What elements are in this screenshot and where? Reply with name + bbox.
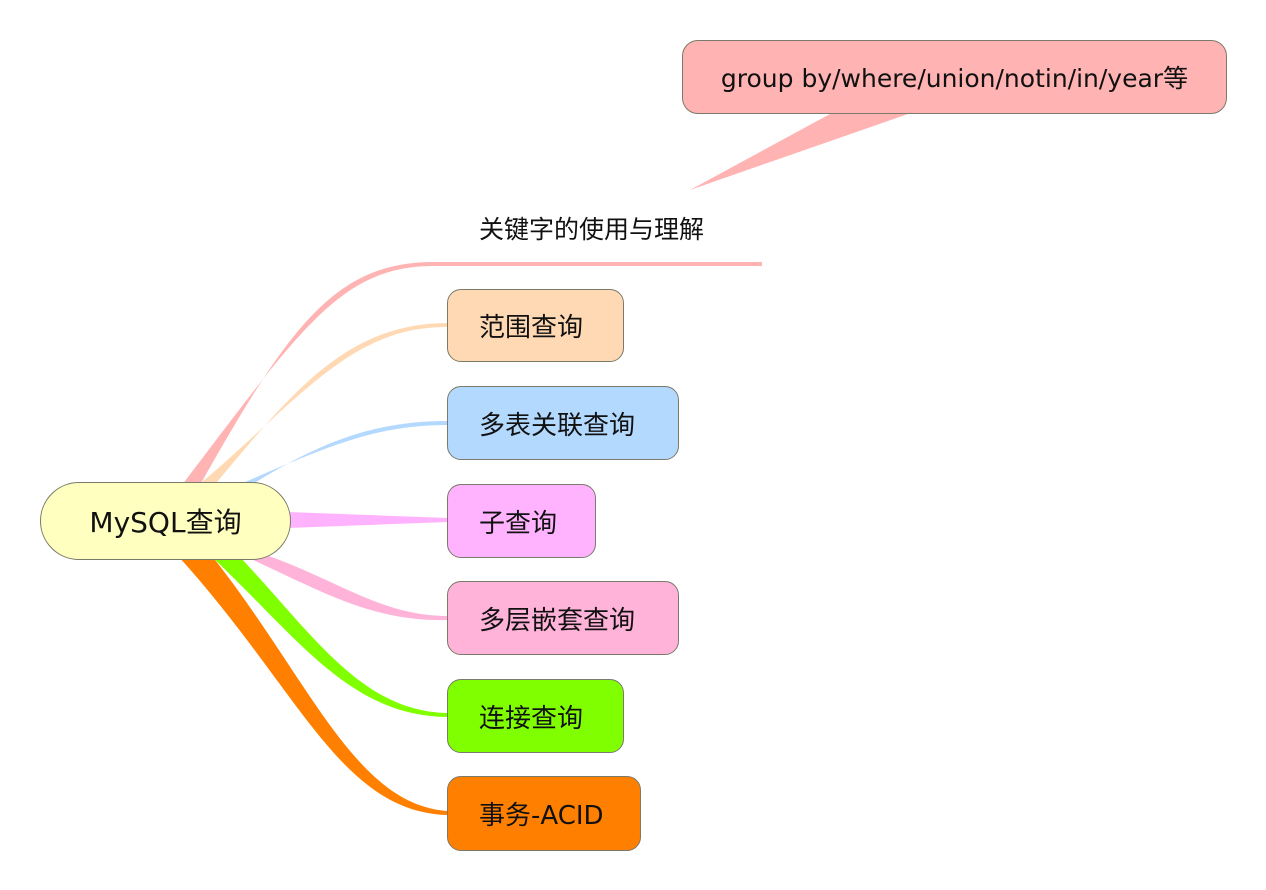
branch-join-label: 连接查询 — [479, 703, 584, 734]
branch-transaction[interactable]: 事务-ACID — [447, 776, 641, 851]
connector-subquery — [288, 512, 448, 528]
connector-transaction — [178, 556, 448, 815]
root-node[interactable]: MySQL查询 — [40, 482, 291, 560]
branch-transaction-label: 事务-ACID — [479, 801, 604, 831]
branch-join[interactable]: 连接查询 — [447, 679, 624, 753]
branch-range-label: 范围查询 — [479, 313, 584, 343]
callout-keywords-detail[interactable]: group by/where/union/notin/in/year等 — [682, 40, 1227, 114]
connector-callout — [690, 114, 908, 190]
branch-nested-label: 多层嵌套查询 — [479, 605, 636, 636]
branch-subquery[interactable]: 子查询 — [447, 484, 596, 558]
branch-range[interactable]: 范围查询 — [447, 289, 624, 362]
branch-subquery-label: 子查询 — [479, 508, 558, 539]
connector-join — [210, 555, 448, 717]
branch-keywords-label[interactable]: 关键字的使用与理解 — [479, 215, 705, 244]
branch-multi-table-label: 多表关联查询 — [479, 410, 636, 441]
connector-range — [195, 323, 448, 488]
branch-nested[interactable]: 多层嵌套查询 — [447, 581, 679, 655]
root-label: MySQL查询 — [89, 506, 242, 539]
branch-multi-table[interactable]: 多表关联查询 — [447, 386, 679, 460]
connector-nested — [238, 553, 448, 621]
callout-label: group by/where/union/notin/in/year等 — [720, 64, 1189, 93]
